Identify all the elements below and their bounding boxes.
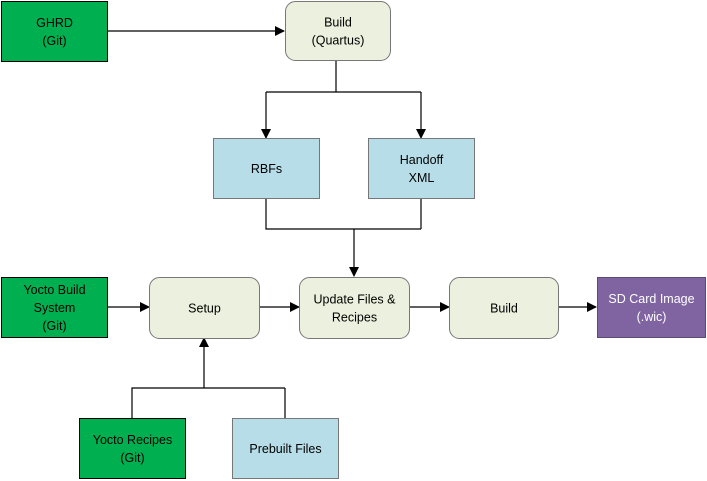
node-sd-card-image: SD Card Image (.wic)	[597, 277, 706, 338]
node-handoff-xml-label-line-1: Handoff	[400, 153, 444, 167]
node-sd-card-image-box	[597, 277, 706, 338]
connector-rbfs-down	[265, 198, 421, 230]
node-build-quartus-label-line-2: (Quartus)	[312, 34, 365, 48]
node-prebuilt-files-box	[232, 418, 339, 479]
node-sd-card-image-label-line-2: (.wic)	[637, 310, 667, 324]
node-ghrd-box	[1, 1, 108, 62]
node-update-files: Update Files & Recipes	[299, 277, 410, 339]
node-ghrd-label-line-1: GHRD	[36, 16, 73, 30]
node-setup-label-line-1: Setup	[188, 302, 221, 316]
node-yocto-recipes: Yocto Recipes (Git)	[79, 418, 186, 479]
node-build-quartus-label-line-1: Build	[324, 16, 352, 30]
node-yocto-build-system-label-line-3: (Git)	[42, 319, 66, 333]
node-rbfs: RBFs	[213, 138, 320, 199]
node-yocto-build-system-label-line-2: System	[34, 301, 76, 315]
connector-yocto-recipes-up	[131, 387, 285, 418]
node-yocto-recipes-label-line-1: Yocto Recipes	[93, 433, 172, 447]
node-rbfs-label-line-1: RBFs	[251, 162, 282, 176]
node-build-label-line-1: Build	[490, 302, 518, 316]
node-build-quartus: Build (Quartus)	[285, 1, 391, 61]
node-update-files-box	[299, 277, 410, 339]
node-update-files-label-line-1: Update Files &	[314, 293, 397, 307]
node-prebuilt-files-label-line-1: Prebuilt Files	[249, 442, 321, 456]
node-yocto-recipes-label-line-2: (Git)	[120, 451, 144, 465]
node-ghrd: GHRD (Git)	[1, 1, 108, 62]
node-prebuilt-files: Prebuilt Files	[232, 418, 339, 479]
node-yocto-recipes-box	[79, 418, 186, 479]
node-update-files-label-line-2: Recipes	[332, 311, 377, 325]
node-rbfs-box	[213, 138, 320, 199]
node-setup: Setup	[149, 277, 260, 339]
node-sd-card-image-label-line-1: SD Card Image	[608, 292, 694, 306]
node-build-quartus-box	[285, 1, 391, 61]
node-build-box	[449, 277, 559, 339]
node-setup-box	[149, 277, 260, 339]
node-handoff-xml-box	[368, 138, 475, 199]
node-yocto-build-system-label-line-1: Yocto Build	[23, 283, 85, 297]
node-ghrd-label-line-2: (Git)	[42, 34, 66, 48]
node-yocto-build-system-box	[1, 277, 108, 338]
node-build: Build	[449, 277, 559, 339]
node-handoff-xml-label-line-2: XML	[409, 171, 435, 185]
connectors	[108, 26, 597, 418]
